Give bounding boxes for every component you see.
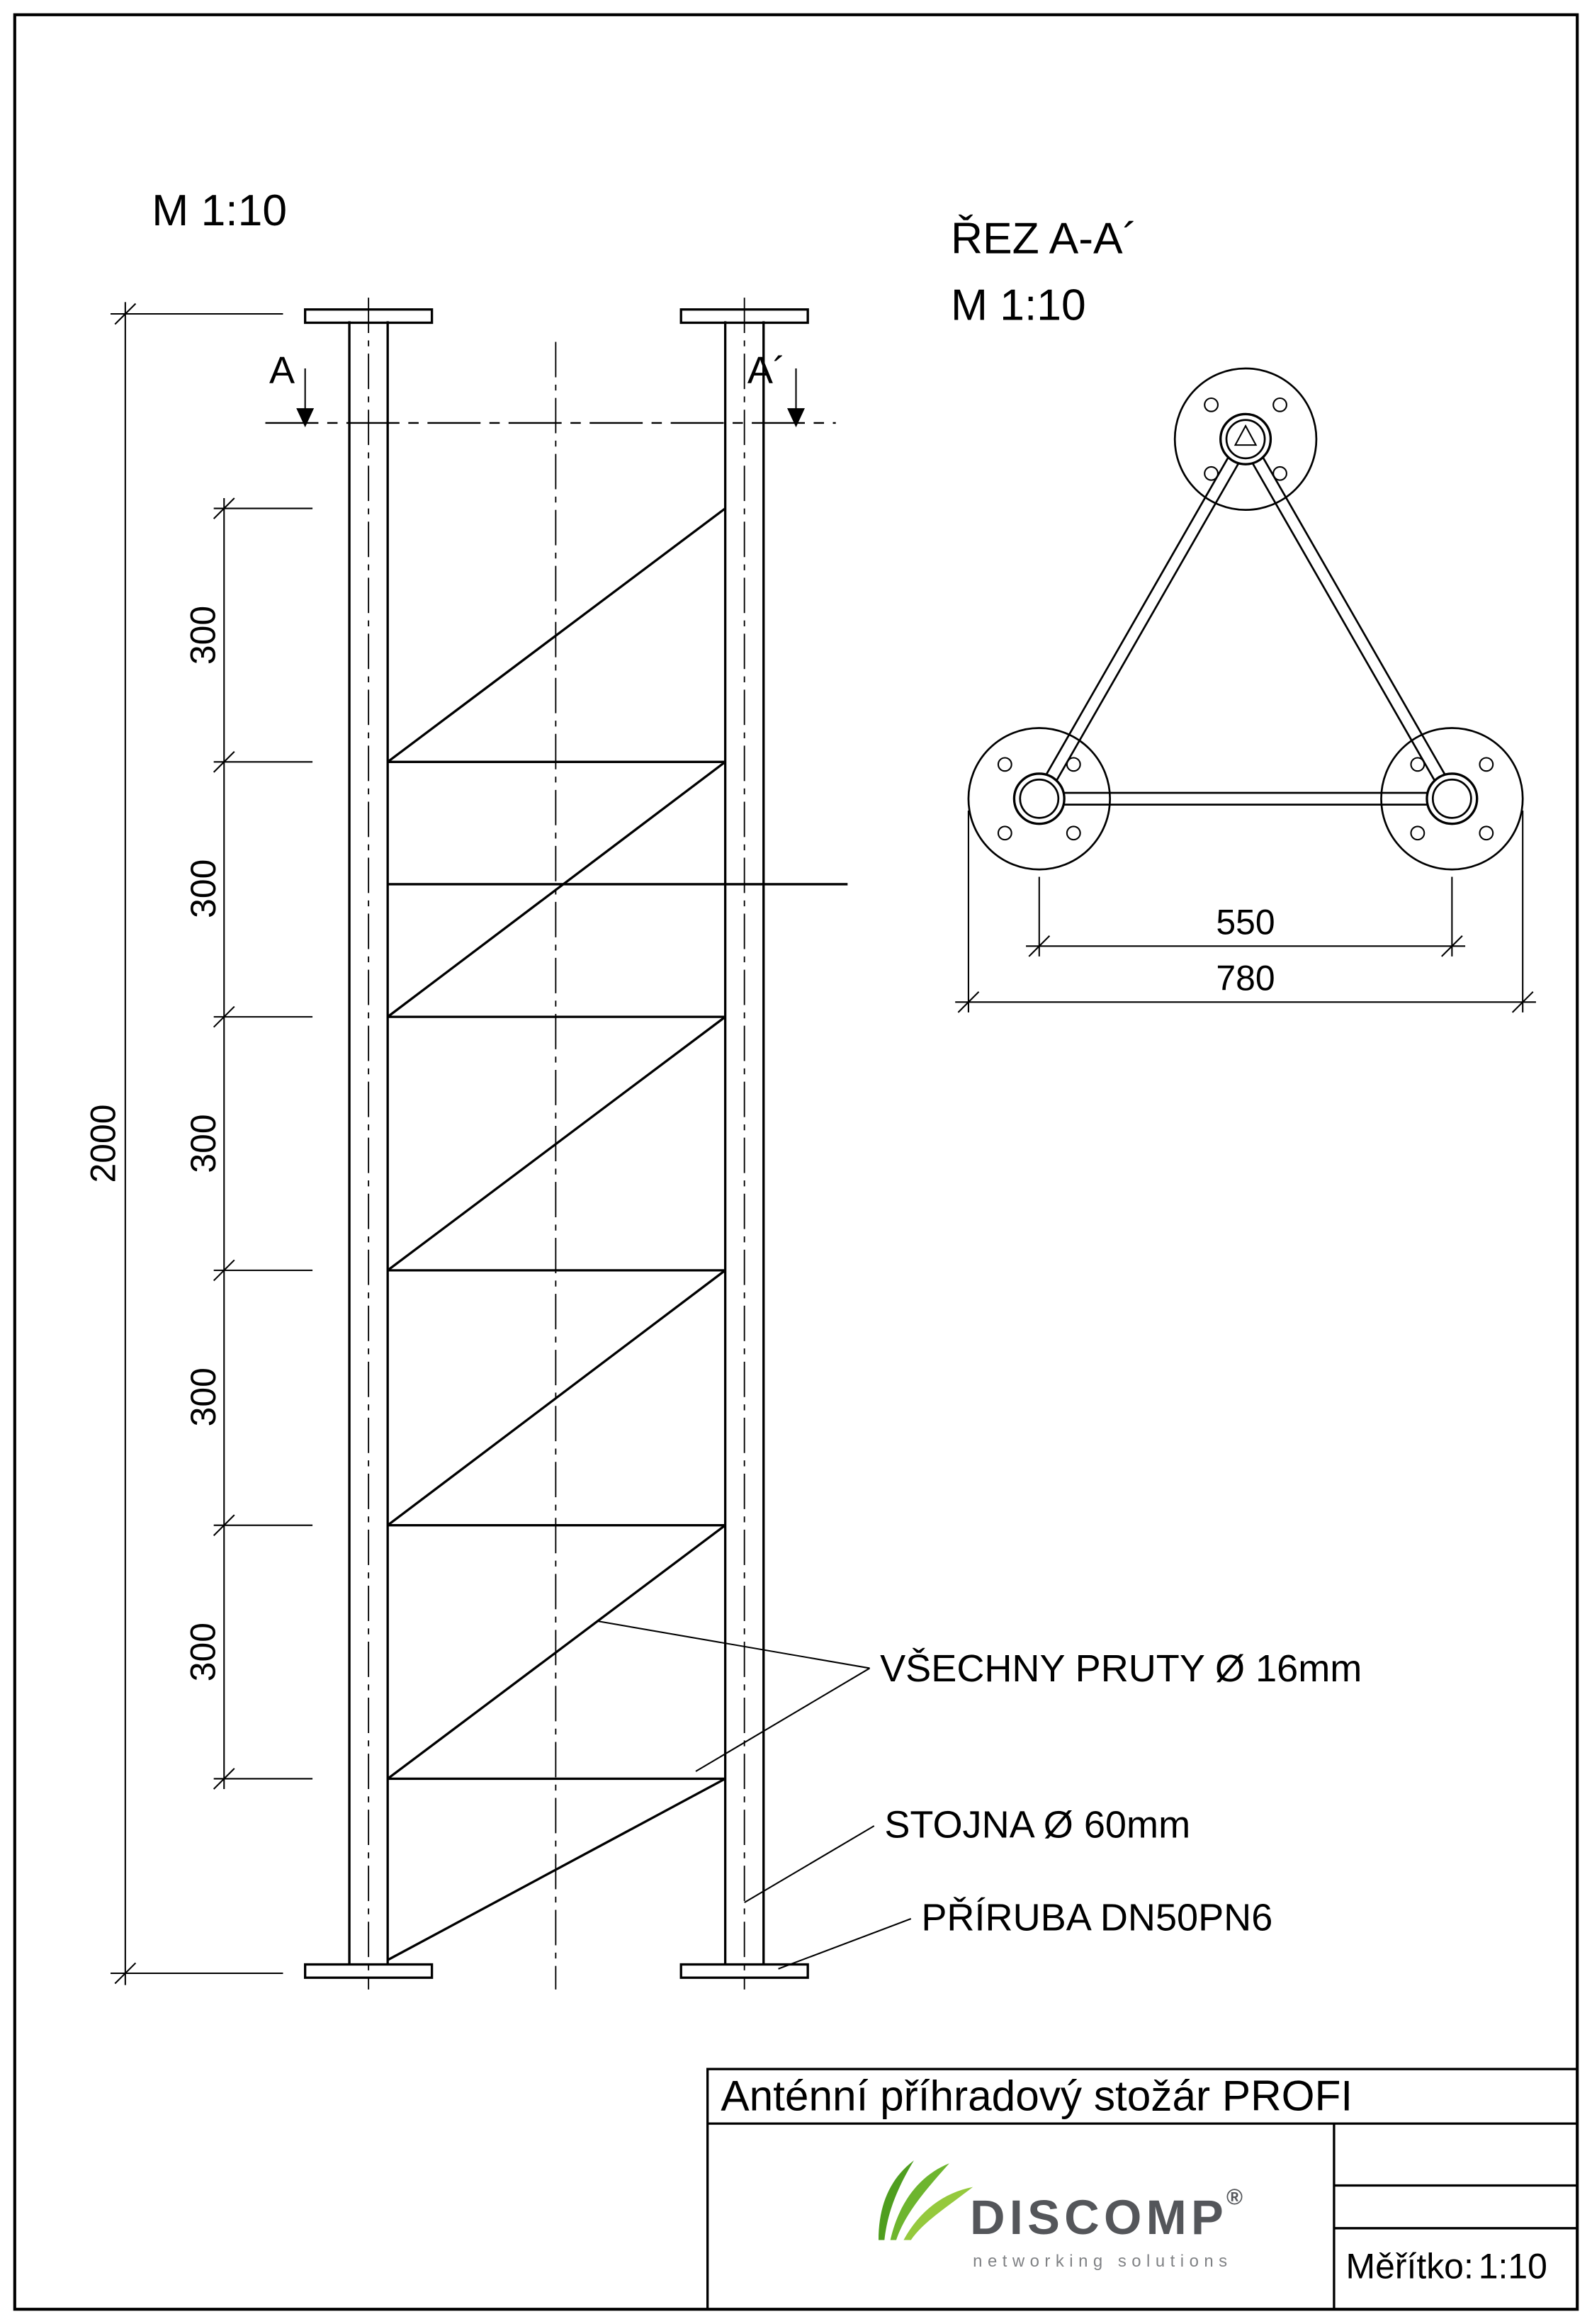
segment-dimension-label: 300 <box>184 1623 223 1681</box>
top-right-flange <box>679 308 809 325</box>
scale-field-label: Měřítko: <box>1346 2247 1474 2286</box>
centerlines <box>368 298 745 1990</box>
top-left-flange <box>304 308 434 325</box>
bottom-left-flange <box>304 1963 434 1979</box>
registered-mark: ® <box>1226 2185 1243 2210</box>
cut-arrow-down-icon <box>787 408 805 428</box>
rods-annotation: VŠECHNY PRUTY Ø 16mm <box>880 1647 1362 1690</box>
mast-right-leg <box>723 321 765 1965</box>
section-members <box>1044 456 1447 806</box>
annotation-rods: VŠECHNY PRUTY Ø 16mm <box>597 1620 1362 1772</box>
front-view: M 1:10 A A´ <box>83 186 1362 1990</box>
scale-field-value: 1:10 <box>1479 2247 1547 2286</box>
bottom-right-flange <box>679 1963 809 1979</box>
section-cut-label-a: A <box>269 349 295 392</box>
segment-dimension-label: 300 <box>184 606 223 665</box>
cut-marker-a: A <box>269 349 315 428</box>
discomp-logo: DISCOMP ® networking solutions <box>879 2160 1243 2271</box>
section-flange-right <box>1380 727 1524 871</box>
cut-marker-a-prime: A´ <box>747 349 805 428</box>
logo-wordmark: DISCOMP <box>970 2190 1228 2245</box>
flange-annotation: PŘÍRUBA DN50PN6 <box>921 1897 1272 1939</box>
dimension-overall-2000: 2000 <box>83 302 283 1985</box>
dimension-780: 780 <box>955 810 1536 1013</box>
section-flange-left <box>967 727 1112 871</box>
logo-swoosh-icon <box>879 2160 973 2240</box>
section-title: ŘEZ A-A´ <box>951 215 1138 264</box>
annotation-flange: PŘÍRUBA DN50PN6 <box>778 1897 1272 1970</box>
title-block: Anténní příhradový stožár PROFI DISCOMP … <box>706 2068 1579 2311</box>
dim-550-label: 550 <box>1216 903 1275 942</box>
segment-dimension-label: 300 <box>184 859 223 918</box>
logo-tagline: networking solutions <box>973 2252 1232 2271</box>
front-view-scale-label: M 1:10 <box>152 186 287 235</box>
annotation-leg: STOJNA Ø 60mm <box>744 1804 1190 1904</box>
segment-dimension-label: 300 <box>184 1367 223 1426</box>
center-mark-icon <box>1233 424 1258 446</box>
dimension-segments-300: 300 300 300 300 300 <box>184 497 313 1790</box>
section-scale-label: M 1:10 <box>951 281 1086 329</box>
leg-annotation: STOJNA Ø 60mm <box>884 1804 1190 1846</box>
section-view: ŘEZ A-A´ M 1:10 <box>951 215 1536 1013</box>
title-block-frame <box>706 2068 1579 2311</box>
flanges-front <box>304 308 809 1979</box>
overall-dimension-label: 2000 <box>83 1104 123 1183</box>
title-block-title: Anténní příhradový stožár PROFI <box>721 2071 1353 2119</box>
dimension-550: 550 <box>1026 876 1466 957</box>
section-flange-top <box>1173 367 1318 511</box>
lattice-bracing <box>387 507 848 1961</box>
section-cut-label-a-prime: A´ <box>747 349 786 392</box>
cut-arrow-down-icon <box>296 408 315 428</box>
mast-left-leg <box>348 321 389 1965</box>
segment-dimension-label: 300 <box>184 1114 223 1173</box>
dim-780-label: 780 <box>1216 959 1275 998</box>
